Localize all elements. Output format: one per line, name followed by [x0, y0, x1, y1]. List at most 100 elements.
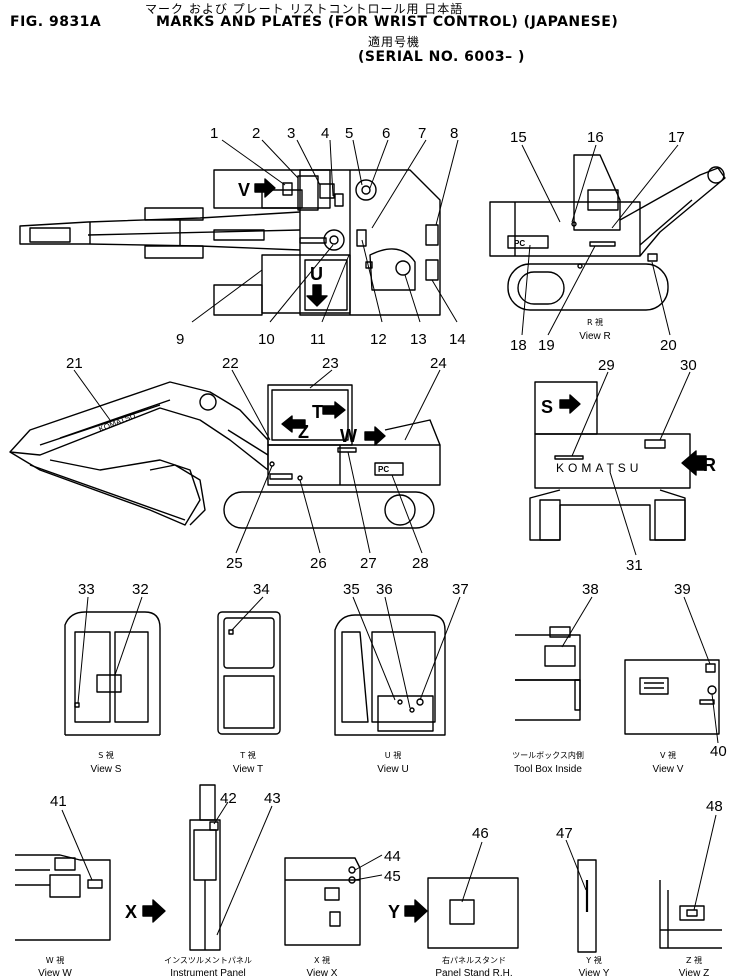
view-x: [284, 857, 361, 946]
rear-view: [529, 381, 707, 541]
leaders-r: [521, 144, 679, 336]
caption-y-jp: Y 視: [585, 956, 601, 965]
callout-42: 42: [220, 790, 237, 807]
caption-w-jp: W 視: [46, 956, 64, 965]
callout-16: 16: [587, 129, 604, 146]
caption-s-jp: S 視: [98, 751, 114, 760]
view-z: [659, 880, 722, 949]
view-t: [217, 611, 281, 735]
callout-numbers: 1 2 3 4 5 6 7 8 9 10 11 12 13 14 15 16 1…: [50, 125, 727, 885]
callout-37: 37: [452, 581, 469, 598]
callout-34: 34: [253, 581, 270, 598]
view-w: [15, 854, 111, 941]
view-panel-stand: [404, 877, 519, 949]
leaders-t: [231, 596, 264, 631]
callout-17: 17: [668, 129, 685, 146]
title-jp-line2: 適用号機: [368, 35, 421, 49]
view-r: [489, 154, 726, 311]
pc-label-side: PC: [378, 465, 389, 474]
leaders-y: [565, 839, 587, 891]
callout-25: 25: [226, 555, 243, 572]
view-letter-w-side: W: [340, 426, 357, 446]
callout-26: 26: [310, 555, 327, 572]
title-block: マーク および プレート リストコントロール用 日本語 FIG. 9831A M…: [0, 0, 731, 70]
leaders-panel-stand: [461, 841, 483, 903]
callout-46: 46: [472, 825, 489, 842]
callout-33: 33: [78, 581, 95, 598]
callout-48: 48: [706, 798, 723, 815]
callout-31: 31: [626, 557, 643, 574]
leaders-x: [354, 854, 383, 881]
view-letter-r-rear: R: [703, 455, 716, 475]
caption-y-en: View Y: [579, 968, 610, 979]
callout-27: 27: [360, 555, 377, 572]
caption-v-en: View V: [653, 764, 684, 775]
serial-number: (SERIAL NO. 6003– ): [358, 49, 525, 65]
callout-43: 43: [264, 790, 281, 807]
pc-label-r: PC: [514, 239, 525, 248]
callout-45: 45: [384, 868, 401, 885]
callout-20: 20: [660, 337, 677, 354]
callout-21: 21: [66, 355, 83, 372]
caption-t-en: View T: [233, 764, 263, 775]
komatsu-boom-text: KOMATSU: [97, 411, 137, 434]
callout-15: 15: [510, 129, 527, 146]
callout-47: 47: [556, 825, 573, 842]
leaders-s: [77, 596, 143, 704]
callout-23: 23: [322, 355, 339, 372]
leaders-instrument: [213, 801, 273, 936]
title-en: MARKS AND PLATES (FOR WRIST CONTROL) (JA…: [156, 14, 619, 30]
callout-24: 24: [430, 355, 447, 372]
caption-u-en: View U: [377, 764, 409, 775]
caption-toolbox-en: Tool Box Inside: [514, 764, 582, 775]
view-letter-y: Y: [388, 902, 400, 922]
top-view: [19, 169, 441, 316]
figure-number: FIG. 9831A: [10, 14, 102, 30]
caption-z-en: View Z: [679, 968, 709, 979]
callout-10: 10: [258, 331, 275, 348]
callout-39: 39: [674, 581, 691, 598]
caption-x-jp: X 視: [314, 956, 330, 965]
caption-s-en: View S: [91, 764, 122, 775]
caption-x-en: View X: [307, 968, 338, 979]
caption-instrument-en: Instrument Panel: [170, 968, 246, 979]
leaders-rear: [571, 371, 691, 556]
callout-7: 7: [418, 125, 426, 142]
leaders-v: [683, 596, 719, 744]
callout-36: 36: [376, 581, 393, 598]
leaders-u: [352, 596, 461, 709]
callout-30: 30: [680, 357, 697, 374]
caption-r-en: View R: [579, 331, 611, 342]
view-letter-t-side: T: [312, 402, 323, 422]
callout-32: 32: [132, 581, 149, 598]
leaders-toolbox: [561, 596, 593, 648]
caption-w-en: View W: [38, 968, 72, 979]
caption-u-jp: U 視: [385, 751, 401, 760]
view-letter-x: X: [125, 902, 137, 922]
view-s: [64, 611, 161, 736]
callout-3: 3: [287, 125, 295, 142]
callout-2: 2: [252, 125, 260, 142]
leaders-z: [693, 814, 717, 911]
view-toolbox: [515, 626, 581, 721]
callout-12: 12: [370, 331, 387, 348]
view-letter-s-rear: S: [541, 397, 553, 417]
callout-40: 40: [710, 743, 727, 760]
callout-13: 13: [410, 331, 427, 348]
caption-t-jp: T 視: [239, 751, 255, 760]
callout-11: 11: [310, 331, 326, 348]
view-u: [334, 614, 446, 736]
callout-5: 5: [345, 125, 353, 142]
callout-29: 29: [598, 357, 615, 374]
caption-v-jp: V 視: [660, 751, 676, 760]
callout-18: 18: [510, 337, 527, 354]
leaders-side: [73, 369, 441, 554]
caption-z-jp: Z 視: [686, 956, 702, 965]
callout-35: 35: [343, 581, 360, 598]
caption-toolbox-jp: ツールボックス内側: [512, 750, 584, 760]
caption-r-jp: R 視: [587, 318, 603, 327]
view-letter-z-side: Z: [298, 422, 309, 442]
callout-1: 1: [210, 125, 218, 142]
view-letter-v-top: V: [238, 180, 250, 200]
